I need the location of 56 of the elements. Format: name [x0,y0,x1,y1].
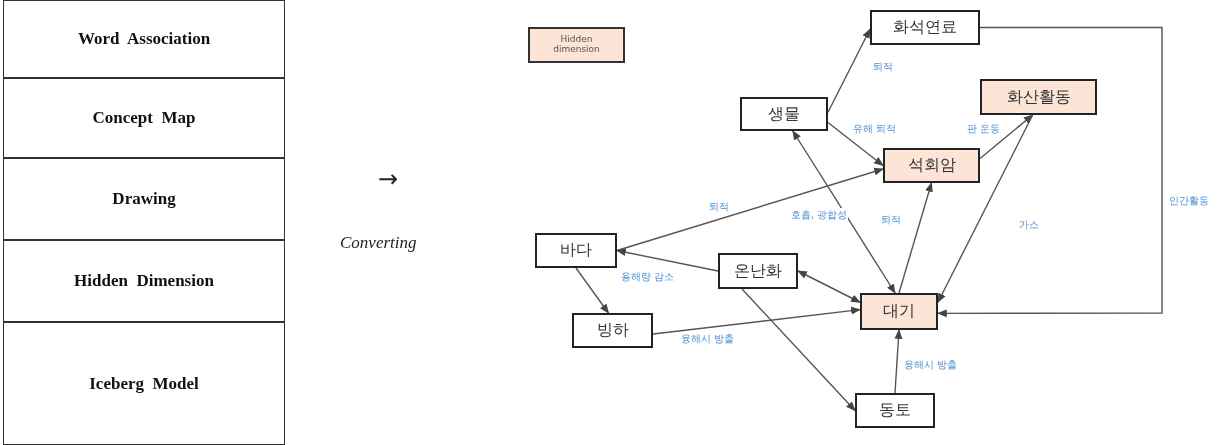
concept-box [535,233,617,268]
concept-box [572,313,653,348]
edge-label: 가스 [1018,218,1040,232]
table-cell [3,322,285,445]
table-cell [3,240,285,322]
arrow-symbol: → [378,165,399,193]
legend-swatch: Hidden dimension [528,27,625,63]
arrow [937,114,1034,304]
edge-label: 판 운동 [966,122,1002,136]
edge-label: 퇴적 [880,213,902,227]
edge-label: 용해량 감소 [620,270,676,284]
arrow [616,248,719,272]
arrow [937,26,1163,318]
table-cell [3,158,285,240]
arrow [894,329,903,394]
node-label: 대기 [883,301,915,322]
table-cell [3,0,285,78]
node-label: Concept Map [92,108,196,128]
node-label: 화석연료 [893,17,957,38]
arrow [616,167,884,252]
edge-label: 인간활동 [1168,194,1210,208]
edge-label: 퇴적 [872,60,894,74]
arrow [652,306,861,335]
node-label: Drawing [112,189,176,209]
arrow [827,28,871,113]
edge-label: 퇴적 [708,200,730,214]
arrow [898,182,933,294]
hidden-dimension-concept-box [980,79,1097,115]
arrow [792,130,896,294]
node-label: 바다 [560,240,592,261]
arrow [741,288,856,412]
node-label: 온난화 [734,260,782,282]
edge-label: 융해시 방출 [903,358,959,372]
node-label: 동토 [879,400,911,421]
arrow [827,121,884,167]
node-label: 화산활동 [1006,86,1071,108]
node-label: Iceberg Model [89,373,199,394]
node-label: Hidden Dimension [74,271,214,291]
node-label: 빙하 [596,320,629,341]
edge-label: 유해 퇴적 [852,122,898,136]
table-cell [3,78,285,158]
node-label: 생물 [768,103,800,125]
arrow [575,267,610,314]
edge-label: 융해시 방출 [680,332,736,346]
arrow [979,114,1034,160]
concept-box [855,393,935,428]
edge-label: 호흡, 광합성 [790,208,849,222]
concept-box [740,97,828,131]
hidden-dimension-concept-box [883,148,980,183]
concept-box [718,253,798,289]
converting-label: Converting [340,233,417,253]
hidden-dimension-concept-box [860,293,938,330]
arrow [797,270,861,303]
node-label: 석회암 [907,155,956,176]
node-label: Word Association [77,29,211,49]
concept-box [870,10,980,45]
